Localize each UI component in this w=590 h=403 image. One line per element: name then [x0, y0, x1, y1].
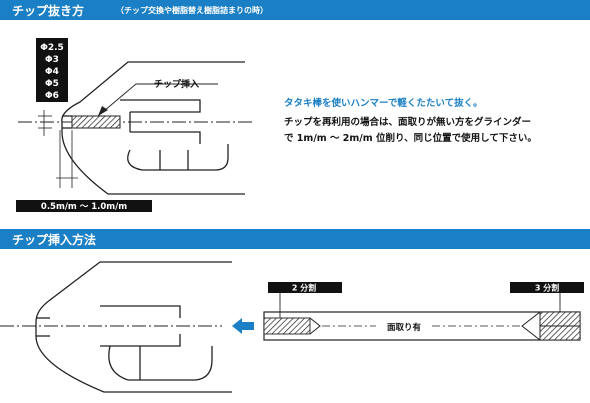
- nozzle-removal-drawing: [38, 61, 245, 195]
- reuse-instruction-line-2: で 1m/m ～ 2m/m 位削り、同じ位置で使用して下さい。: [284, 133, 537, 144]
- chip-hatch-left: [263, 317, 311, 335]
- chip-insert-label: チップ挿入: [154, 78, 199, 90]
- size-label: Φ4: [45, 67, 59, 77]
- chip-leader-line: [97, 83, 218, 117]
- chip-leader-arrowhead: [98, 106, 108, 116]
- dimension-label-box: [16, 200, 152, 212]
- split-2-label-box: [268, 282, 342, 293]
- reuse-instruction: チップを再利用の場合は、面取りが無い方をグラインダー で 1m/m ～ 2m/m…: [284, 115, 537, 147]
- chamfer-label: 面取り有: [387, 322, 422, 333]
- split-2-label: 2 分割: [292, 283, 316, 293]
- section-title-removal: チップ抜き方: [12, 4, 85, 18]
- chip-side-view: [263, 311, 581, 341]
- split-3-label: 3 分割: [535, 283, 559, 293]
- section-title-insertion: チップ挿入方法: [12, 233, 97, 247]
- sizes-label-texts: Φ2.5 Φ3 Φ4 Φ5 Φ6: [40, 43, 64, 101]
- reuse-instruction-line-1: チップを再利用の場合は、面取りが無い方をグラインダー: [284, 117, 532, 128]
- insert-direction-arrow: [232, 318, 254, 334]
- nozzle-insertion-drawing: [35, 261, 232, 393]
- chamfer-left: [309, 317, 321, 335]
- size-label: Φ3: [45, 55, 59, 65]
- size-label: Φ6: [45, 91, 59, 101]
- section-header-insertion: チップ挿入方法: [0, 229, 590, 249]
- split-3-label-box: [510, 282, 584, 293]
- removal-instruction: タタキ棒を使いハンマーで軽くたたいて抜く。: [284, 98, 483, 109]
- chamfer-right: [521, 311, 541, 341]
- size-label: Φ2.5: [40, 43, 64, 53]
- section-header-removal: チップ抜き方 （チップ交換や樹脂替え樹脂詰まりの時）: [0, 0, 590, 20]
- dimension-label: 0.5m/m ～ 1.0m/m: [41, 202, 127, 212]
- section-subtitle-removal: （チップ交換や樹脂替え樹脂詰まりの時）: [116, 6, 268, 15]
- chip-hatched-removal: [71, 115, 121, 129]
- size-label: Φ5: [45, 79, 59, 89]
- sizes-label-box: [36, 38, 68, 102]
